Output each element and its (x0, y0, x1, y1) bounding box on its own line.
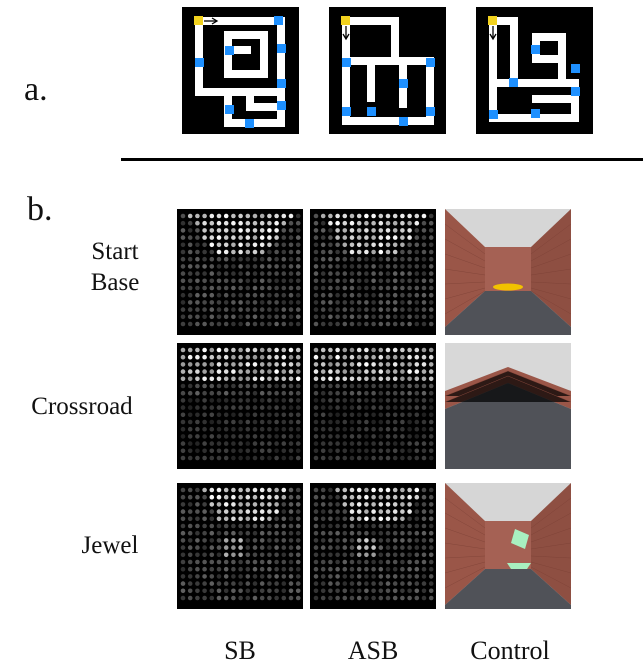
panel-a-label: a. (24, 71, 48, 108)
control-jewel-image (445, 483, 571, 609)
row-label-line: Start (91, 238, 139, 265)
maze-2 (329, 7, 446, 134)
row-label-jewel: Jewel (60, 530, 160, 561)
row-label-line: Jewel (81, 532, 139, 559)
sb-start-base-image (177, 209, 303, 335)
control-crossroad-image (445, 343, 571, 469)
row-label-start-base: Start Base (70, 236, 160, 299)
row-label-line: Base (90, 269, 140, 297)
panel-b-label: b. (27, 191, 53, 228)
column-label-asb: ASB (347, 636, 399, 665)
row-label-crossroad: Crossroad (4, 391, 160, 422)
sb-crossroad-image (177, 343, 303, 469)
panel-divider (121, 158, 643, 161)
maze-3 (476, 7, 593, 134)
image-grid (0, 209, 643, 609)
column-label-sb: SB (224, 636, 256, 665)
sb-jewel-image (177, 483, 303, 609)
control-start-base-image (445, 209, 571, 335)
row-label-line: Crossroad (31, 393, 133, 420)
column-label-control: Control (470, 636, 550, 665)
maze-1 (182, 7, 299, 134)
asb-start-base-image (310, 209, 436, 335)
asb-crossroad-image (310, 343, 436, 469)
asb-jewel-image (310, 483, 436, 609)
